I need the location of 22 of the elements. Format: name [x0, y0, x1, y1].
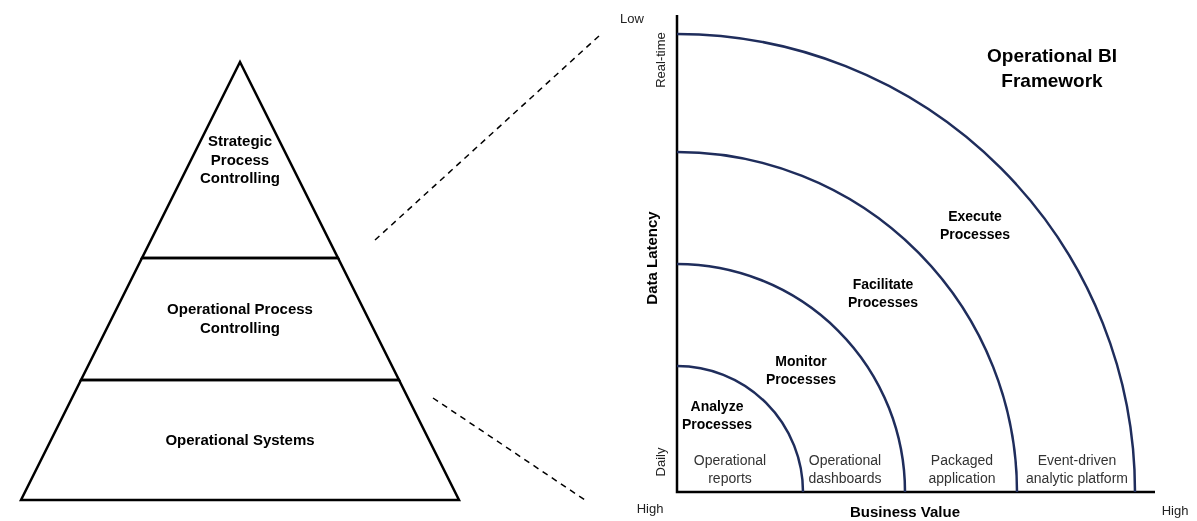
layer-label: Operational Systems	[164, 429, 316, 450]
chart-title: Operational BI Framework	[986, 44, 1118, 93]
region-label: Event-driven analytic platform	[1025, 452, 1129, 487]
axis-tick-label: Daily	[652, 447, 668, 477]
layer-label: Operational Process Controlling	[166, 299, 314, 338]
region-heading: Analyze Processes	[680, 398, 754, 433]
region-heading: Monitor Processes	[764, 353, 838, 388]
axis-end-label: Low	[620, 10, 644, 26]
pyramid-layer	[142, 62, 338, 258]
axis-end-label: High	[1161, 502, 1189, 518]
region-label: Operational dashboards	[807, 452, 883, 487]
region-label: Operational reports	[692, 452, 768, 487]
region-heading: Facilitate Processes	[846, 276, 920, 311]
axis-tick-label: Real-time	[652, 32, 668, 88]
layer-label: Strategic Process Controlling	[199, 130, 281, 189]
pyramid-layer	[21, 380, 459, 500]
axis-title: Data Latency	[642, 211, 660, 305]
region-heading: Execute Processes	[938, 208, 1012, 243]
axis-title: Business Value	[849, 502, 961, 520]
region-label: Packaged application	[927, 452, 997, 487]
axis-end-label: High	[636, 500, 664, 516]
pyramid-layer	[81, 258, 399, 380]
